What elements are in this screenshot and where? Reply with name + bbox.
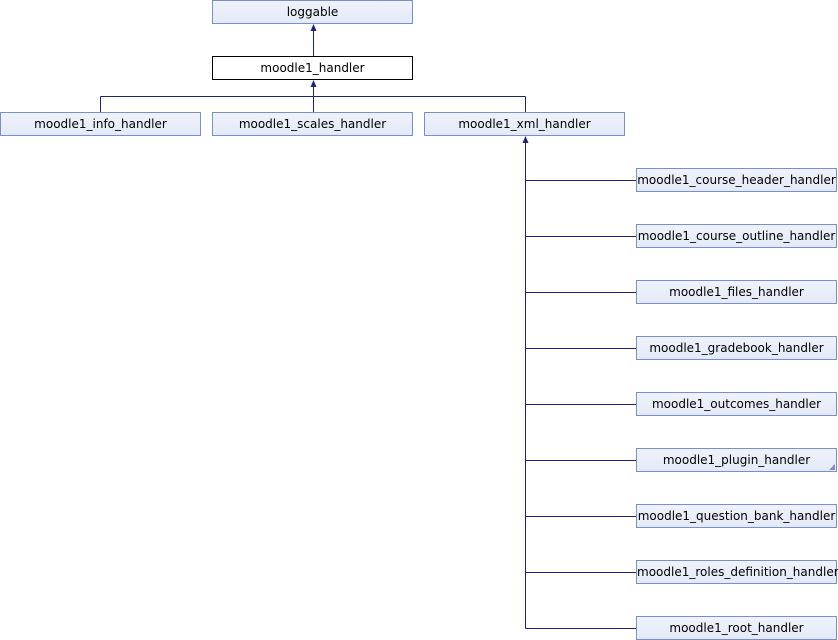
- node-moodle1-root-handler-label: moodle1_root_handler: [669, 621, 804, 635]
- node-loggable[interactable]: loggable: [212, 0, 413, 24]
- node-moodle1-plugin-handler-label: moodle1_plugin_handler: [662, 453, 811, 467]
- node-moodle1-files-handler-label: moodle1_files_handler: [669, 285, 804, 299]
- node-moodle1-outcomes-handler[interactable]: moodle1_outcomes_handler: [636, 392, 837, 416]
- node-loggable-label: loggable: [286, 5, 339, 19]
- node-moodle1-info-handler[interactable]: moodle1_info_handler: [0, 112, 201, 136]
- node-moodle1-gradebook-handler-label: moodle1_gradebook_handler: [649, 341, 824, 355]
- node-moodle1-plugin-handler[interactable]: moodle1_plugin_handler: [636, 448, 837, 472]
- node-moodle1-question-bank-handler[interactable]: moodle1_question_bank_handler: [636, 504, 837, 528]
- node-moodle1-roles-definition-handler[interactable]: moodle1_roles_definition_handler: [636, 560, 838, 584]
- node-moodle1-root-handler[interactable]: moodle1_root_handler: [636, 616, 837, 640]
- node-moodle1-gradebook-handler[interactable]: moodle1_gradebook_handler: [636, 336, 837, 360]
- node-moodle1-course-outline-handler[interactable]: moodle1_course_outline_handler: [636, 224, 837, 248]
- node-moodle1-question-bank-handler-label: moodle1_question_bank_handler: [637, 509, 836, 523]
- arrow-loggable-icon: [310, 24, 317, 31]
- node-moodle1-course-header-handler-label: moodle1_course_header_handler: [637, 173, 836, 187]
- node-moodle1-handler: moodle1_handler: [212, 56, 413, 80]
- node-moodle1-files-handler[interactable]: moodle1_files_handler: [636, 280, 837, 304]
- node-moodle1-handler-label: moodle1_handler: [260, 61, 365, 75]
- node-moodle1-info-handler-label: moodle1_info_handler: [34, 117, 167, 131]
- arrow-xml-handler-icon: [522, 136, 529, 143]
- more-subclasses-corner-icon: [829, 464, 835, 470]
- arrow-handler-icon: [310, 80, 317, 87]
- node-moodle1-outcomes-handler-label: moodle1_outcomes_handler: [651, 397, 822, 411]
- node-moodle1-course-header-handler[interactable]: moodle1_course_header_handler: [636, 168, 837, 192]
- node-moodle1-scales-handler-label: moodle1_scales_handler: [238, 117, 387, 131]
- node-moodle1-roles-definition-handler-label: moodle1_roles_definition_handler: [637, 565, 838, 579]
- node-moodle1-xml-handler-label: moodle1_xml_handler: [458, 117, 591, 131]
- node-moodle1-xml-handler[interactable]: moodle1_xml_handler: [424, 112, 625, 136]
- node-moodle1-scales-handler[interactable]: moodle1_scales_handler: [212, 112, 413, 136]
- node-moodle1-course-outline-handler-label: moodle1_course_outline_handler: [637, 229, 836, 243]
